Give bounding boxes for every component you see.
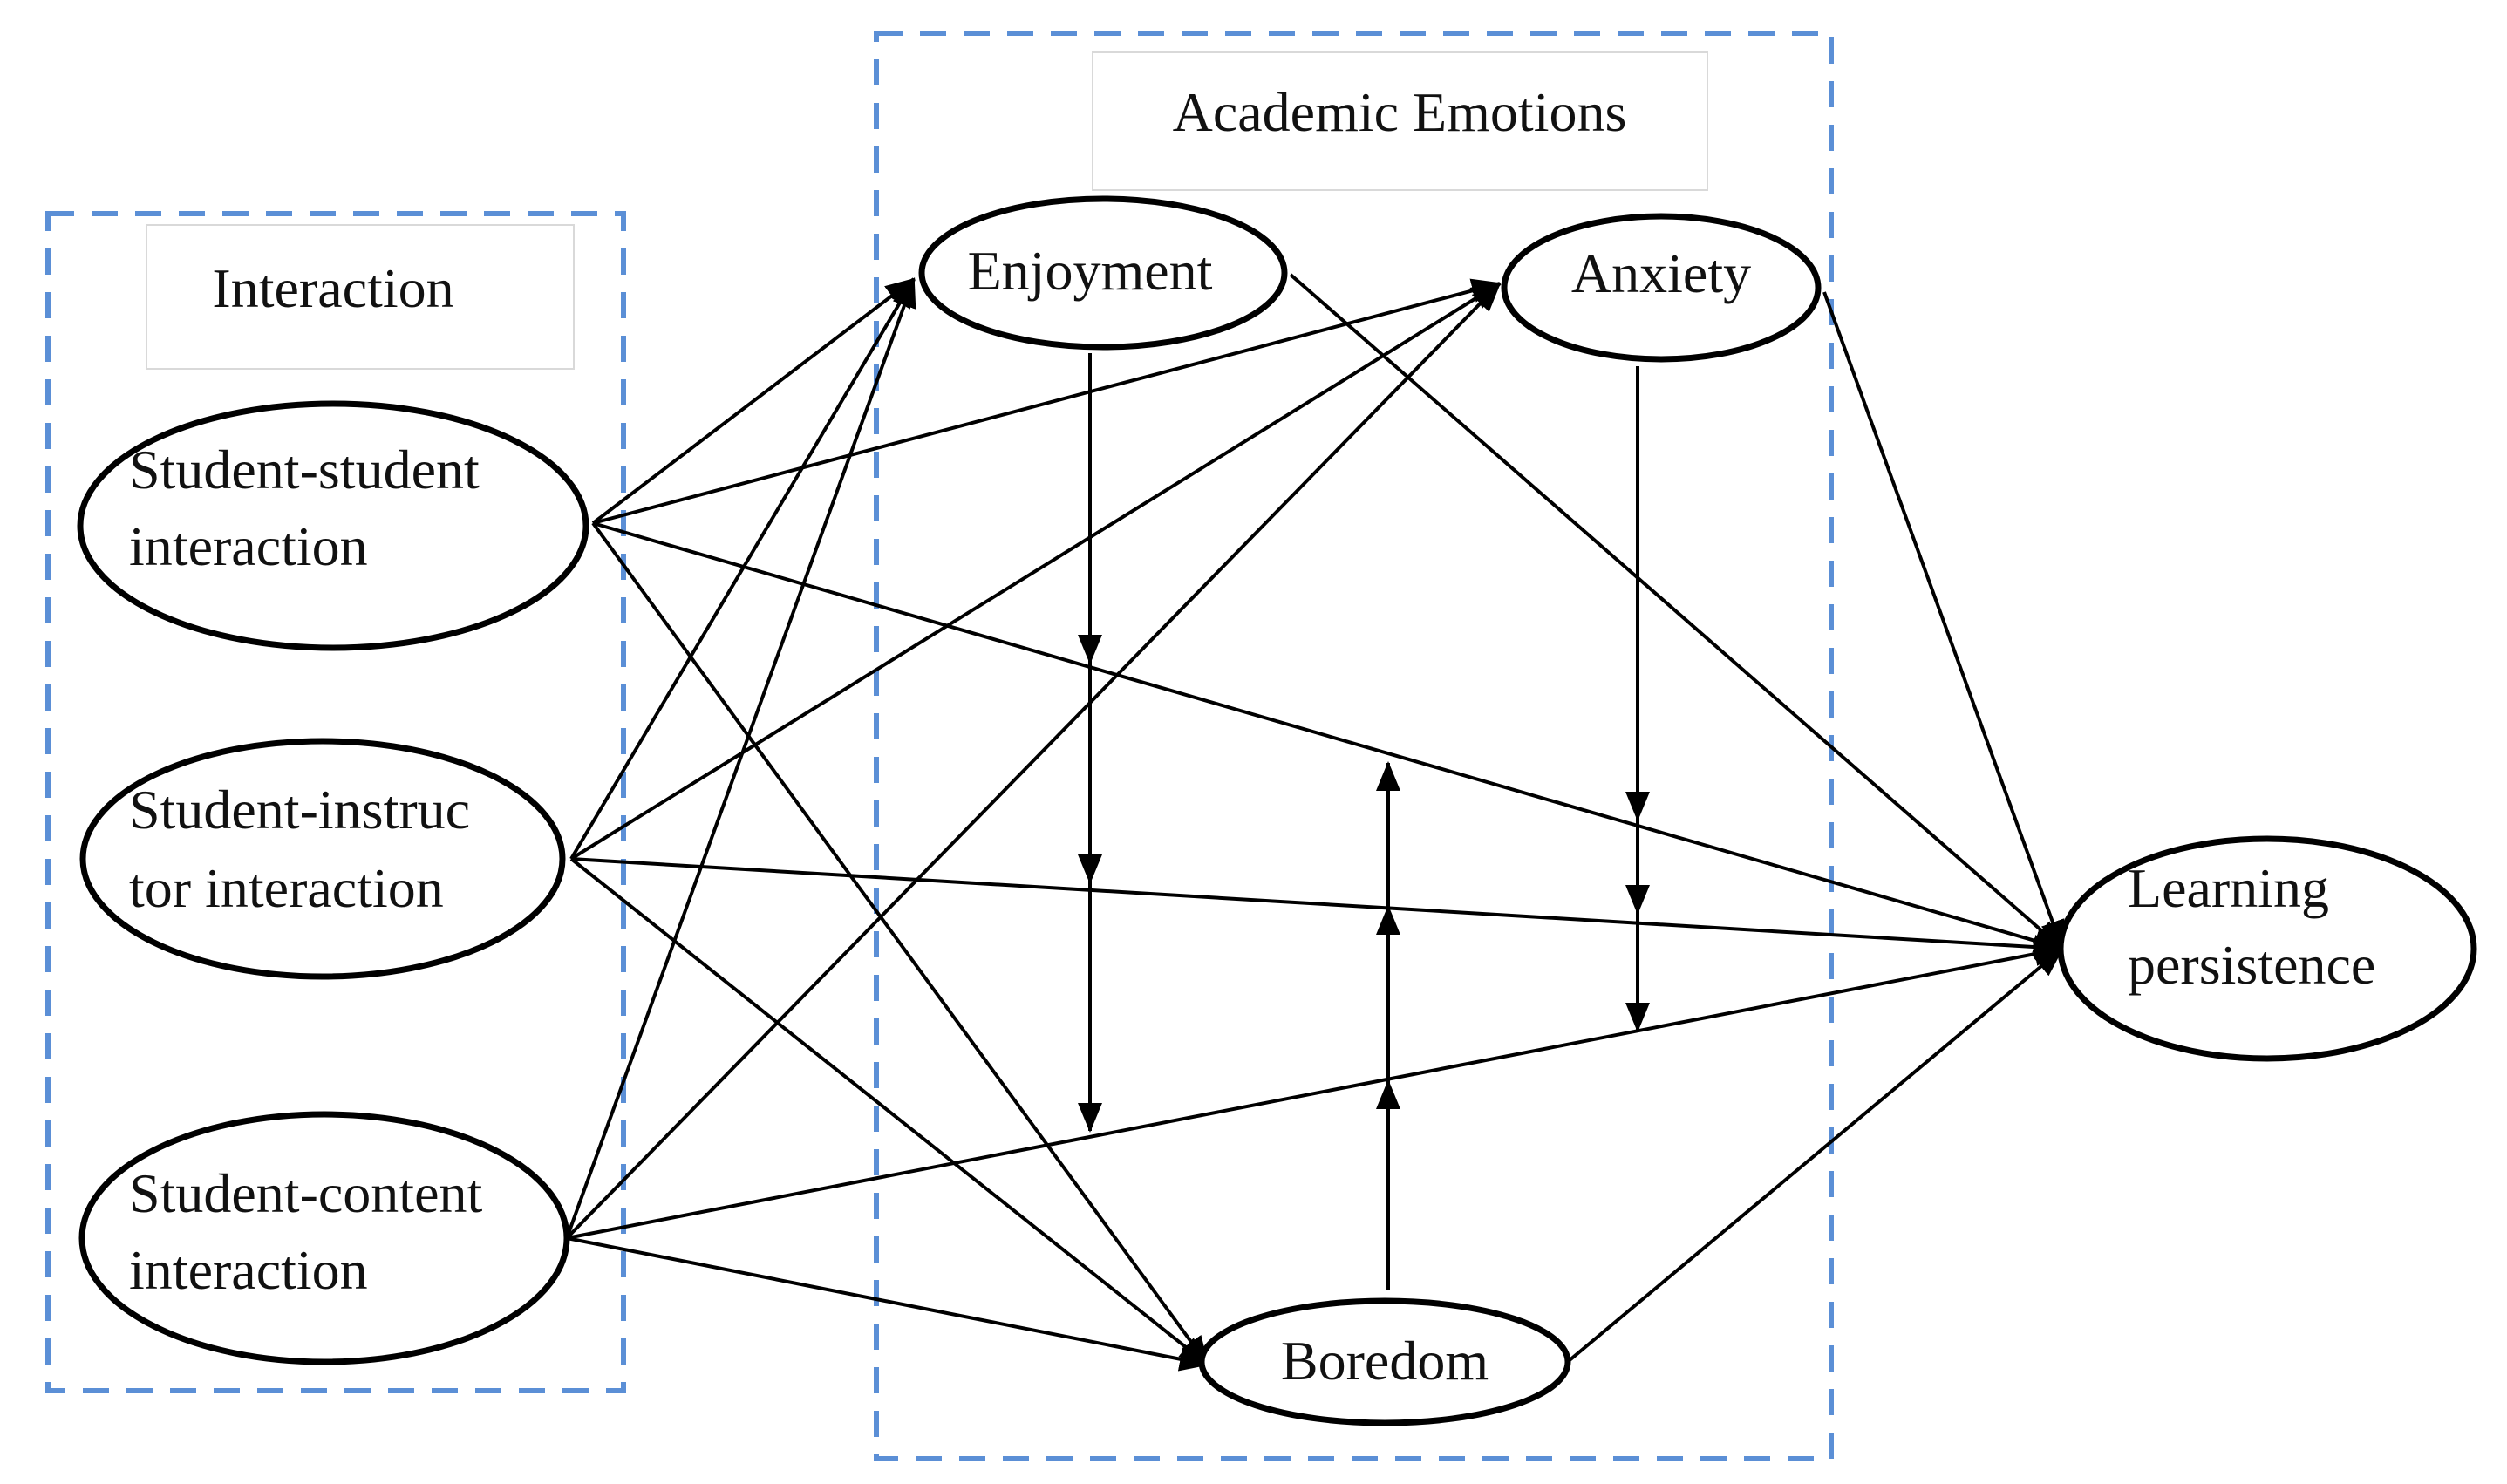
interaction-group-label: Interaction [212, 257, 453, 319]
academic-emotions-group-label: Academic Emotions [1173, 81, 1627, 143]
student-instructor-ellipse [79, 738, 566, 980]
student-student-label-line1: Student-student [129, 439, 480, 500]
edge-si-boredom [569, 857, 1209, 1366]
edge-ss-persistence [592, 521, 2064, 953]
learning-persistence-ellipse [2057, 835, 2477, 1062]
node-anxiety: Anxiety [1501, 213, 1822, 363]
node-student-content: Student-content interaction [78, 1111, 570, 1365]
edge-anxiety-persistence [1822, 291, 2065, 950]
edge-sc-enjoyment [565, 277, 916, 1239]
student-student-ellipse [77, 400, 589, 651]
node-learning-persistence: Learning persistence [2057, 835, 2477, 1062]
student-content-label-line1: Student-content [129, 1162, 482, 1224]
edge-sc-boredom [566, 1236, 1209, 1372]
learning-persistence-label-line1: Learning [2128, 857, 2329, 919]
edge-ss-boredom [591, 521, 1209, 1366]
anxiety-label: Anxiety [1571, 242, 1751, 304]
edge-ss-enjoyment [591, 277, 916, 525]
student-content-label-line2: interaction [129, 1239, 368, 1301]
student-instructor-label-line1: Student-instruc [129, 779, 470, 841]
edge-sc-persistence [566, 942, 2064, 1240]
edge-sc-anxiety [565, 282, 1502, 1240]
interaction-group-label-box [146, 224, 575, 370]
edge-si-enjoyment [569, 277, 916, 861]
enjoyment-label: Enjoyment [968, 240, 1213, 302]
academic-emotions-group-label-box [1092, 51, 1708, 191]
node-student-instructor: Student-instruc tor interaction [79, 738, 566, 980]
node-student-student: Student-student interaction [77, 400, 589, 651]
anxiety-ellipse [1501, 213, 1822, 363]
academic-emotions-group: Academic Emotions [874, 31, 1834, 1461]
node-enjoyment: Enjoyment [918, 195, 1288, 351]
edge-si-anxiety [569, 282, 1502, 861]
boredom-ellipse [1198, 1297, 1571, 1426]
edge-boredom-persistence [1568, 947, 2064, 1362]
edges [565, 273, 2065, 1372]
student-student-label-line2: interaction [129, 515, 368, 577]
node-boredom: Boredom [1198, 1297, 1571, 1426]
student-content-ellipse [78, 1111, 570, 1365]
interaction-group: Interaction [45, 211, 626, 1393]
learning-persistence-label-line2: persistence [2128, 934, 2375, 996]
edge-si-persistence [570, 857, 2064, 960]
student-instructor-label-line2: tor interaction [129, 857, 444, 919]
interaction-group-border [45, 211, 626, 1393]
enjoyment-ellipse [918, 195, 1288, 351]
boredom-label: Boredom [1281, 1330, 1489, 1392]
edge-enjoyment-persistence [1289, 273, 2064, 950]
